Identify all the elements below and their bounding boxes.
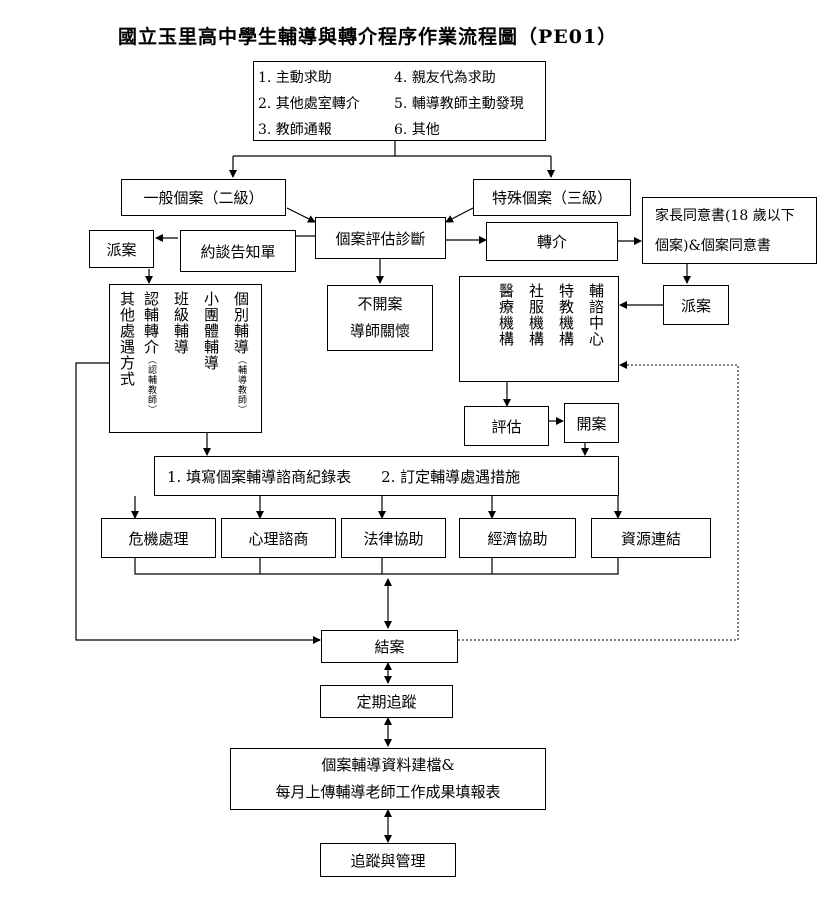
service-resource: 資源連結 (591, 518, 711, 558)
source-item: 4. 親友代為求助 (394, 70, 496, 86)
record-bar: 1. 填寫個案輔導諮商紀錄表 2. 訂定輔導處遇措施 (154, 456, 619, 496)
method-mentor-referral: 認輔轉介（認輔教師） (142, 291, 160, 415)
evaluate-label: 評估 (491, 417, 522, 436)
general-case-box: 一般個案（二級） (121, 179, 286, 216)
archive-box: 個案輔導資料建檔& 每月上傳輔導老師工作成果填報表 (230, 748, 546, 810)
source-item: 1. 主動求助 (258, 70, 332, 86)
special-case-box: 特殊個案（三級） (473, 179, 631, 216)
consent-line: 家長同意書(18 歲以下 (655, 207, 795, 224)
notice-label: 約談告知單 (200, 242, 276, 261)
track-box: 追蹤與管理 (320, 843, 456, 877)
sources-box: 1. 主動求助 4. 親友代為求助 2. 其他處室轉介 5. 輔導教師主動發現 … (253, 61, 546, 141)
source-item: 3. 教師通報 (258, 122, 332, 138)
agency-item: 特教機構 (557, 283, 575, 347)
open-case-label: 開案 (576, 414, 607, 433)
service-econ: 經濟協助 (459, 518, 576, 558)
agencies-box: 輔諮中心 特教機構 社服機構 醫療機構 (459, 276, 619, 382)
no-case-line: 不開案 (357, 295, 403, 313)
arrow-special-assess (445, 207, 474, 223)
agency-item: 醫療機構 (497, 283, 515, 347)
agency-item: 社服機構 (527, 283, 545, 347)
agency-item: 輔諮中心 (587, 283, 605, 347)
follow-up-box: 定期追蹤 (320, 685, 453, 718)
connector-services-collect (134, 558, 619, 575)
dispatch-right-box: 派案 (663, 285, 729, 325)
general-case-label: 一般個案（二級） (143, 189, 264, 207)
track-label: 追蹤與管理 (350, 851, 426, 870)
service-crisis: 危機處理 (101, 518, 216, 558)
dispatch-right-label: 派案 (680, 296, 711, 315)
archive-line: 每月上傳輔導老師工作成果填報表 (275, 783, 501, 801)
source-item: 5. 輔導教師主動發現 (394, 96, 524, 112)
referral-label: 轉介 (536, 233, 567, 251)
dotted-close-agencies (458, 361, 739, 641)
evaluate-box: 評估 (464, 406, 549, 446)
method-class: 班級輔導 (172, 291, 190, 355)
service-legal: 法律協助 (341, 518, 446, 558)
close-case-box: 結案 (321, 630, 458, 663)
source-item: 2. 其他處室轉介 (258, 96, 360, 112)
record-bar-label: 1. 填寫個案輔導諮商紀錄表 2. 訂定輔導處遇措施 (167, 467, 521, 486)
methods-box: 個別輔導（輔導教師） 小團體輔導 班級輔導 認輔轉介（認輔教師） 其他處遇方式 (109, 284, 262, 433)
no-case-box: 不開案 導師關懷 (327, 285, 433, 351)
source-item: 6. 其他 (394, 122, 440, 138)
diagram-title: 國立玉里高中學生輔導與轉介程序作業流程圖（PE01） (118, 26, 618, 48)
consent-box: 家長同意書(18 歲以下 個案)&個案同意書 (642, 197, 817, 264)
follow-up-label: 定期追蹤 (356, 693, 417, 711)
no-case-line: 導師關懷 (349, 322, 410, 340)
referral-box: 轉介 (486, 222, 618, 261)
notice-box: 約談告知單 (180, 230, 296, 272)
archive-line: 個案輔導資料建檔& (321, 756, 455, 774)
arrow-general-assess (286, 207, 316, 223)
assessment-box: 個案評估診斷 (315, 217, 446, 259)
dispatch-left-box: 派案 (89, 230, 154, 268)
arrow-other-close (75, 362, 321, 644)
dispatch-left-label: 派案 (106, 240, 137, 259)
close-case-label: 結案 (374, 638, 405, 656)
service-psych: 心理諮商 (221, 518, 336, 558)
special-case-label: 特殊個案（三級） (491, 189, 612, 207)
method-small-group: 小團體輔導 (202, 291, 220, 371)
method-individual: 個別輔導（輔導教師） (232, 291, 250, 415)
method-other: 其他處遇方式 (118, 291, 136, 387)
consent-line: 個案)&個案同意書 (655, 237, 771, 254)
assessment-label: 個案評估診斷 (335, 229, 426, 248)
open-case-box: 開案 (564, 403, 619, 443)
